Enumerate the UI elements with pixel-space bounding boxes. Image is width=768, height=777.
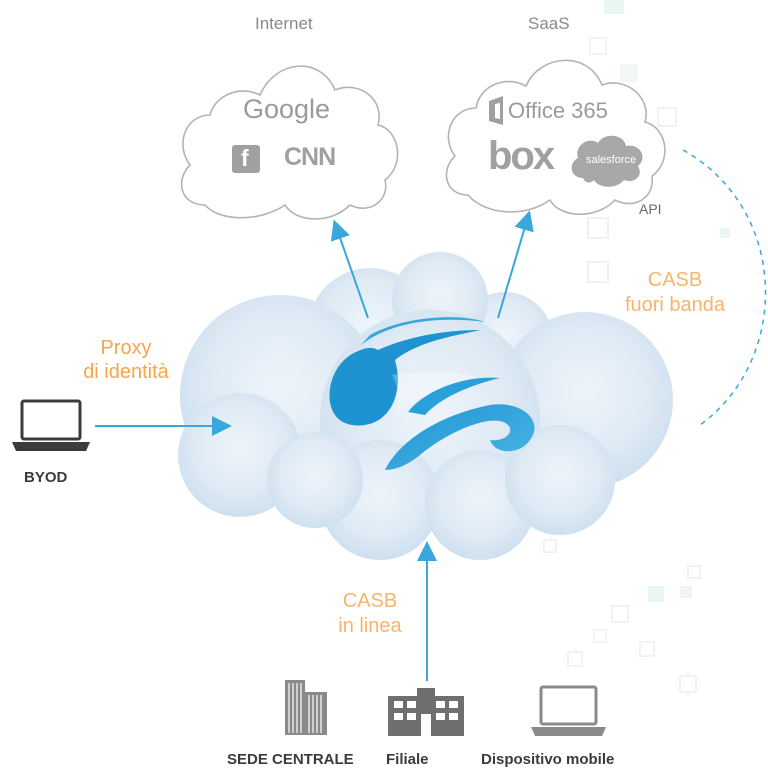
laptop-icon xyxy=(12,399,90,451)
salesforce-cloud-icon xyxy=(571,135,643,187)
google-logo: Google xyxy=(243,94,331,124)
office-icon xyxy=(489,96,503,125)
casb-inline-label: CASB in linea xyxy=(330,589,410,639)
api-label: API xyxy=(639,201,662,217)
cnn-logo: CNN xyxy=(284,143,336,171)
building-branch-icon xyxy=(388,688,464,736)
proxy-line1: Proxy xyxy=(100,337,152,359)
zscaler-cloud xyxy=(178,252,673,560)
identity-proxy-label: Proxy di identità xyxy=(60,336,192,384)
casb-inline-line2: in linea xyxy=(338,615,402,637)
internet-cloud-outline xyxy=(180,65,399,220)
facebook-icon xyxy=(232,145,260,173)
mobile-device-label: Dispositivo mobile xyxy=(481,751,615,768)
oob-dashed-arc xyxy=(682,149,767,426)
casb-inline-line1: CASB xyxy=(342,590,398,612)
facebook-letter: f xyxy=(241,145,249,171)
internet-title: Internet xyxy=(255,14,313,33)
box-logo: box xyxy=(488,134,555,178)
proxy-line2: di identità xyxy=(83,361,169,383)
office365-logo: Office 365 xyxy=(508,98,608,123)
arrow-to-saas xyxy=(497,210,534,319)
casb-oob-line1: CASB xyxy=(647,269,703,291)
building-hq-icon xyxy=(285,680,327,735)
saas-title: SaaS xyxy=(528,14,570,33)
salesforce-logo: salesforce xyxy=(586,154,637,166)
saas-cloud-outline xyxy=(445,59,666,216)
mobile-laptop-icon xyxy=(531,685,606,736)
byod-label: BYOD xyxy=(24,469,68,486)
zscaler-logo-icon xyxy=(329,317,535,470)
casb-oob-line2: fuori banda xyxy=(624,294,726,316)
arrow-to-internet xyxy=(330,219,369,319)
casb-out-of-band-label: CASB fuori banda xyxy=(610,268,740,318)
hq-label: SEDE CENTRALE xyxy=(227,751,354,768)
branch-label: Filiale xyxy=(386,751,429,768)
